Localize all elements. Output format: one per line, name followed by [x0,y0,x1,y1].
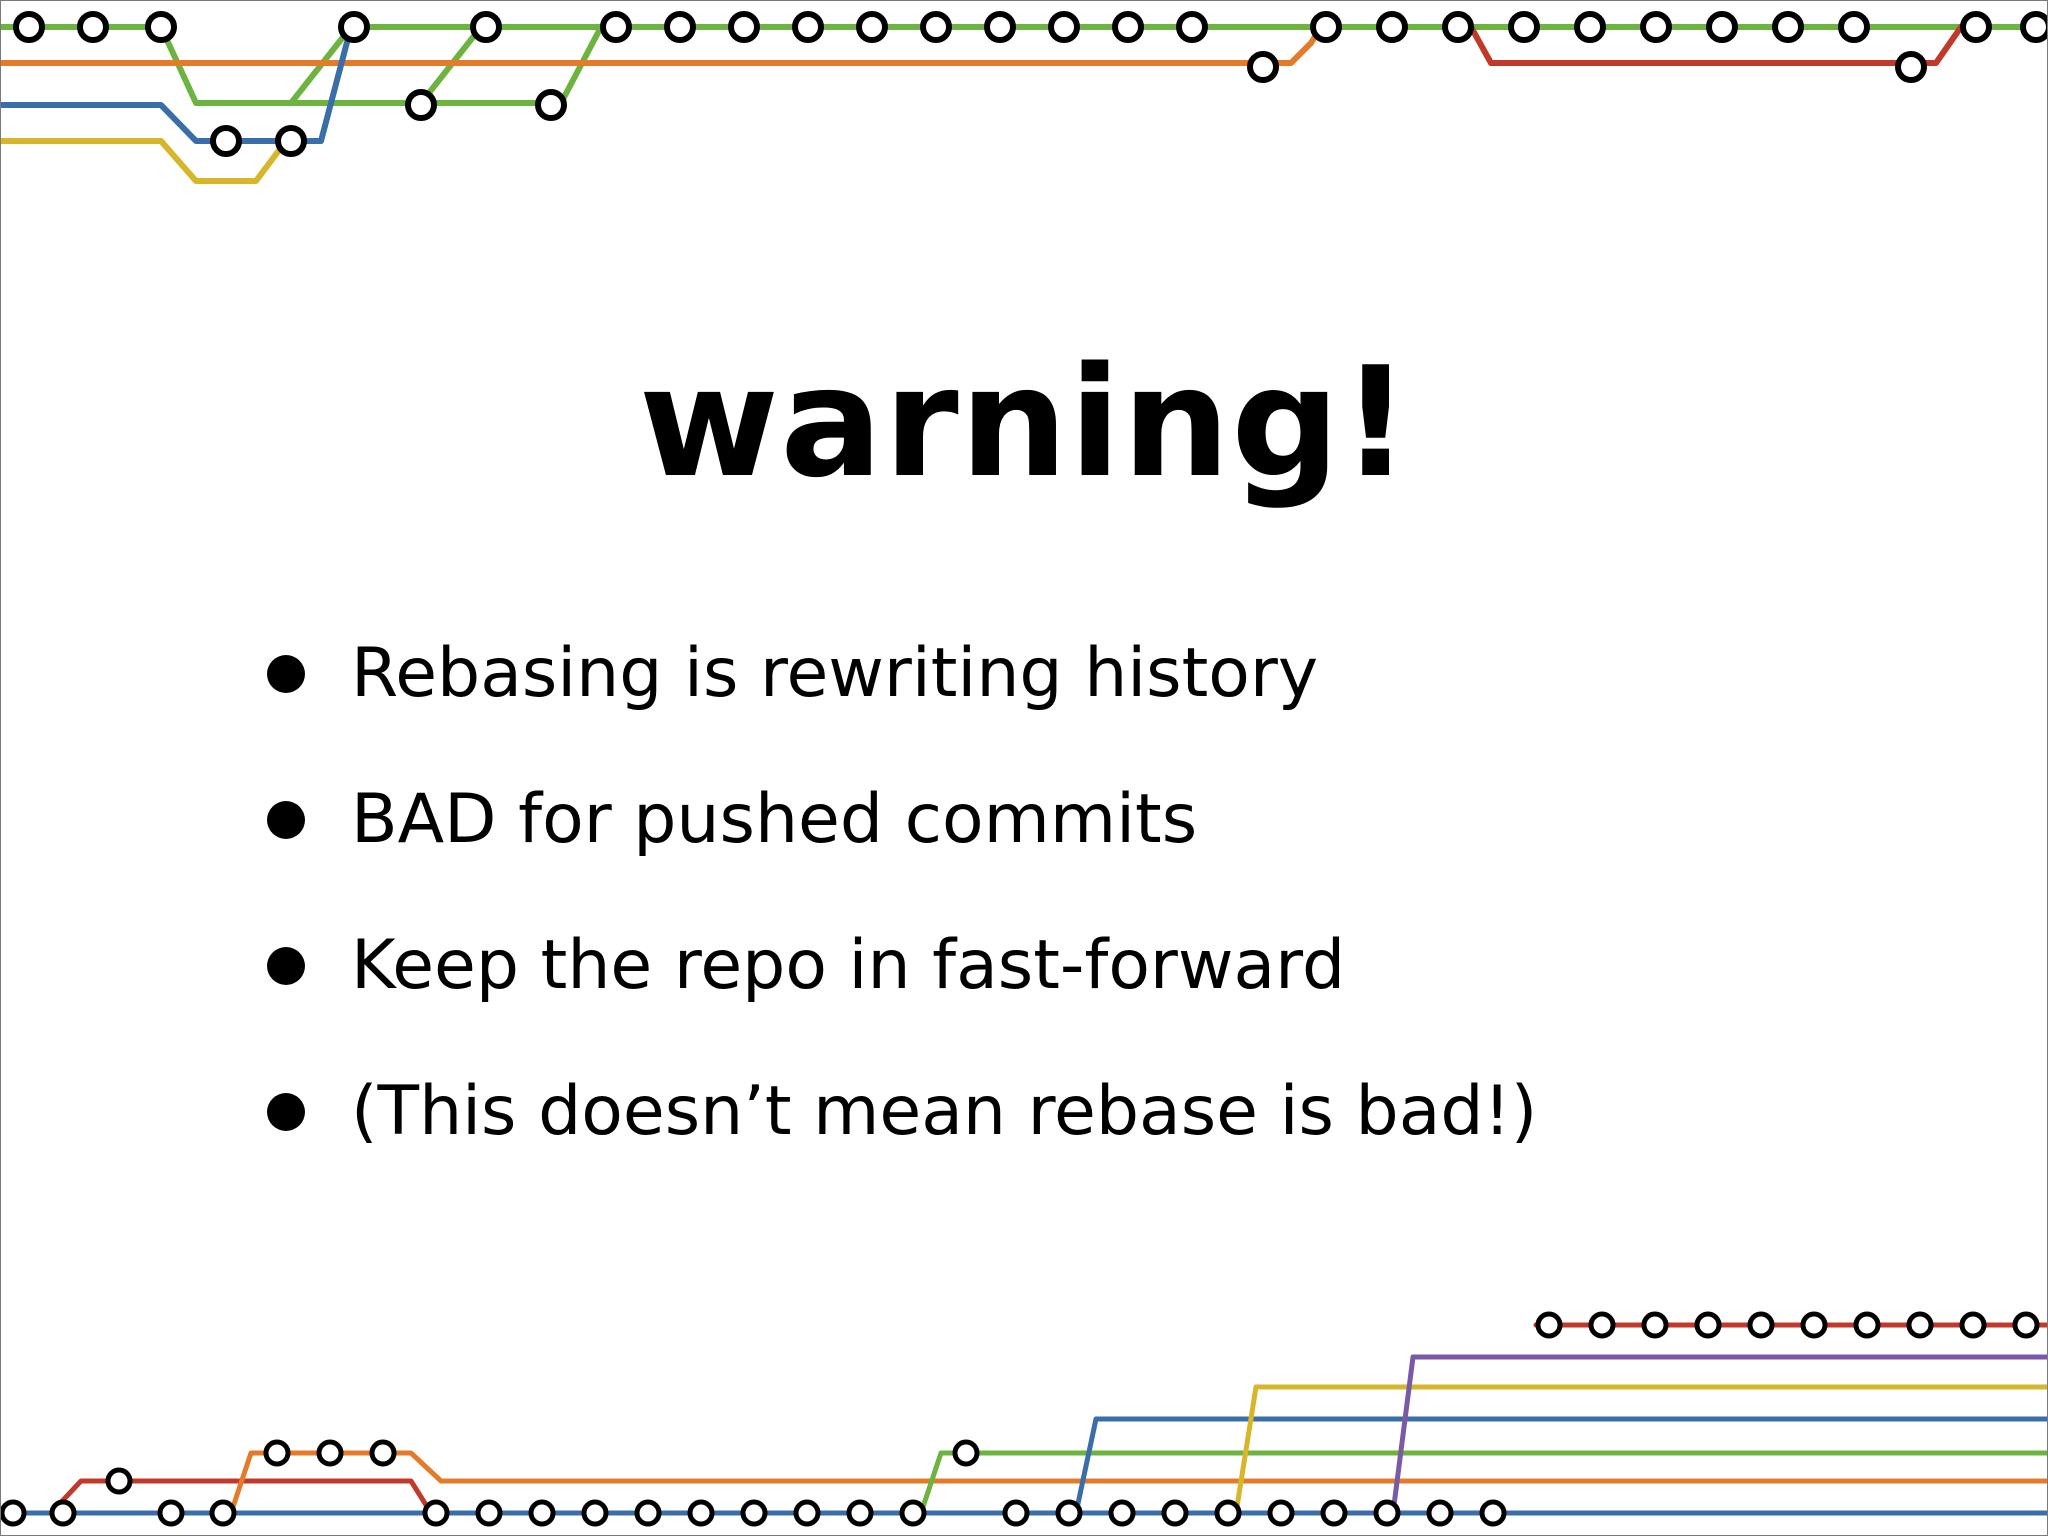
bullet-list: Rebasing is rewriting history BAD for pu… [261,601,1537,1185]
commit-graph-top [1,11,2047,184]
bullet-item: BAD for pushed commits [261,747,1537,893]
bullet-text: (This doesn’t mean rebase is bad!) [351,1072,1538,1151]
bullet-text: BAD for pushed commits [351,780,1198,859]
bullet-text: Keep the repo in fast-forward [351,926,1346,1005]
bullet-icon [267,655,305,693]
bullet-item: (This doesn’t mean rebase is bad!) [261,1039,1537,1185]
bullet-item: Rebasing is rewriting history [261,601,1537,747]
bullet-icon [267,947,305,985]
slide-title: warning! [638,333,1412,511]
bullet-icon [267,801,305,839]
bullet-icon [267,1093,305,1131]
commit-graph-bottom [1,1311,2047,1527]
bullet-text: Rebasing is rewriting history [351,634,1319,713]
bullet-item: Keep the repo in fast-forward [261,893,1537,1039]
